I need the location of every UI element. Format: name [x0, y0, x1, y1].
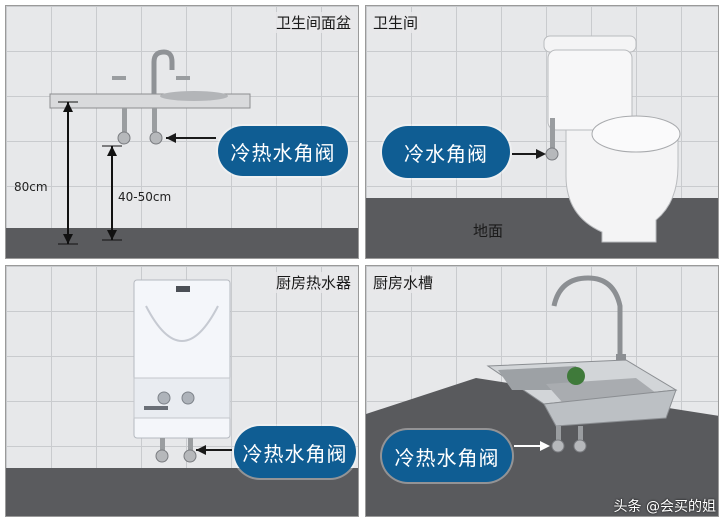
toilet-illustration — [512, 35, 681, 243]
water-heater-illustration — [133, 279, 232, 463]
basin-illustration — [49, 49, 251, 245]
panel-title: 厨房水槽 — [370, 272, 437, 293]
panel-water-heater: 厨房热水器 冷热水角阀 — [5, 265, 359, 517]
panel-toilet: 卫生间 冷水角阀 地面 — [365, 5, 719, 259]
dimension-label-total: 80cm — [14, 180, 48, 194]
panel-title: 卫生间面盆 — [272, 12, 354, 33]
watermark: 头条 @会买的姐 — [613, 499, 716, 515]
panel-title: 卫生间 — [370, 12, 422, 33]
panel-kitchen-sink: 厨房水槽 冷热水角阀 — [365, 265, 719, 517]
kitchen-sink-illustration — [486, 275, 678, 453]
panel-title: 厨房热水器 — [272, 272, 354, 293]
valve-tag-pill: 冷水角阀 — [382, 126, 510, 178]
dimension-label-valve: 40-50cm — [118, 190, 172, 204]
valve-tag-pill: 冷热水角阀 — [382, 430, 512, 482]
valve-tag-pill: 冷热水角阀 — [234, 426, 356, 478]
floor — [6, 228, 358, 258]
floor-label: 地面 — [473, 222, 504, 240]
panel-bathroom-basin: 卫生间面盆 80cm 40-50cm 冷热水角阀 — [5, 5, 359, 259]
valve-tag-pill: 冷热水角阀 — [218, 126, 348, 176]
